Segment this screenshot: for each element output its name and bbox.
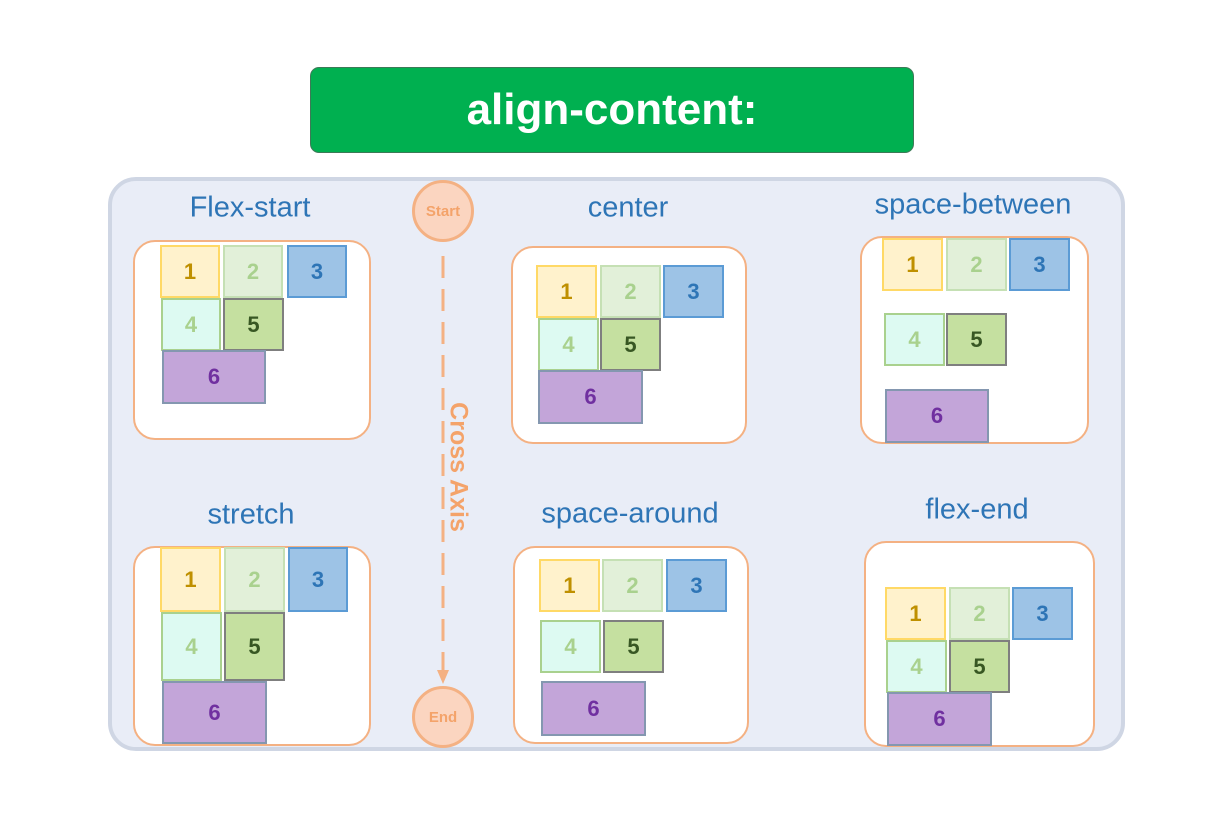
flex-item-5: 5 xyxy=(949,640,1010,693)
flex-item-2: 2 xyxy=(224,547,285,612)
flex-item-1: 1 xyxy=(885,587,946,640)
flex-item-3: 3 xyxy=(663,265,724,318)
flex-item-1: 1 xyxy=(539,559,600,612)
flex-item-3: 3 xyxy=(666,559,727,612)
flex-item-2: 2 xyxy=(600,265,661,318)
flex-item-6: 6 xyxy=(162,350,266,404)
example-title-flex-end: flex-end xyxy=(925,493,1029,526)
axis-start-marker: Start xyxy=(412,180,474,242)
flex-item-4: 4 xyxy=(161,612,222,681)
flex-item-1: 1 xyxy=(882,238,943,291)
flex-item-3: 3 xyxy=(288,547,348,612)
flex-item-5: 5 xyxy=(223,298,284,351)
flex-item-4: 4 xyxy=(161,298,221,351)
cross-axis-label: Cross Axis xyxy=(444,402,473,532)
flex-item-6: 6 xyxy=(885,389,989,443)
flex-item-5: 5 xyxy=(224,612,285,681)
flex-item-4: 4 xyxy=(884,313,945,366)
example-title-space-between: space-between xyxy=(874,188,1072,221)
flex-item-3: 3 xyxy=(1009,238,1070,291)
flex-item-4: 4 xyxy=(886,640,947,693)
flex-item-5: 5 xyxy=(600,318,661,371)
flex-item-1: 1 xyxy=(160,547,221,612)
flex-item-1: 1 xyxy=(160,245,220,298)
axis-end-marker: End xyxy=(412,686,474,748)
flex-item-5: 5 xyxy=(946,313,1007,366)
example-title-space-around: space-around xyxy=(541,497,719,530)
flex-item-4: 4 xyxy=(540,620,601,673)
example-title-flex-start: Flex-start xyxy=(189,191,311,224)
flex-item-5: 5 xyxy=(603,620,664,673)
flex-item-6: 6 xyxy=(887,692,992,746)
example-title-stretch: stretch xyxy=(207,498,295,531)
title-banner: align-content: xyxy=(310,67,914,153)
flex-item-6: 6 xyxy=(162,681,267,744)
flex-item-2: 2 xyxy=(949,587,1010,640)
flex-item-4: 4 xyxy=(538,318,599,371)
flex-item-2: 2 xyxy=(223,245,283,298)
example-title-center: center xyxy=(587,191,669,224)
flex-item-1: 1 xyxy=(536,265,597,318)
flex-item-3: 3 xyxy=(1012,587,1073,640)
flex-item-2: 2 xyxy=(602,559,663,612)
flex-item-2: 2 xyxy=(946,238,1007,291)
flex-item-3: 3 xyxy=(287,245,347,298)
flex-item-6: 6 xyxy=(541,681,646,736)
flex-item-6: 6 xyxy=(538,370,643,424)
